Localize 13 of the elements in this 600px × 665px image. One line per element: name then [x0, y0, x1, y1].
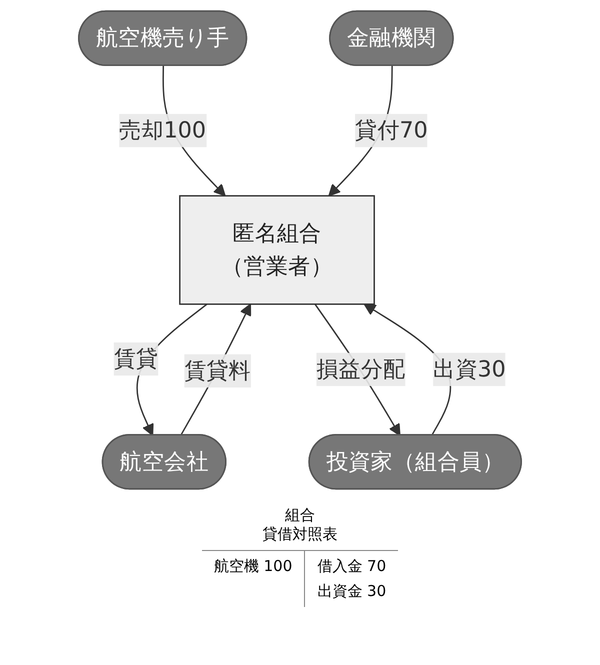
- edge-label: 損益分配: [316, 356, 406, 382]
- edge-label: 出資30: [433, 356, 506, 382]
- edge-label: 賃貸料: [184, 356, 251, 384]
- edge-label: 売却100: [119, 116, 206, 144]
- liability-entry: 借入金 70: [317, 557, 386, 576]
- edge-label: 貸付70: [355, 116, 428, 144]
- edge-label: 賃貸: [114, 345, 158, 372]
- liability-entry: 出資金 30: [317, 582, 386, 601]
- arrow: [180, 304, 252, 436]
- asset-entry: 航空機 100: [214, 557, 292, 576]
- balance-sheet-heading: 組合: [284, 506, 316, 525]
- node-box: 匿名組合 （営業者）: [179, 195, 375, 305]
- balance-sheet-title: 貸借対照表: [261, 525, 338, 544]
